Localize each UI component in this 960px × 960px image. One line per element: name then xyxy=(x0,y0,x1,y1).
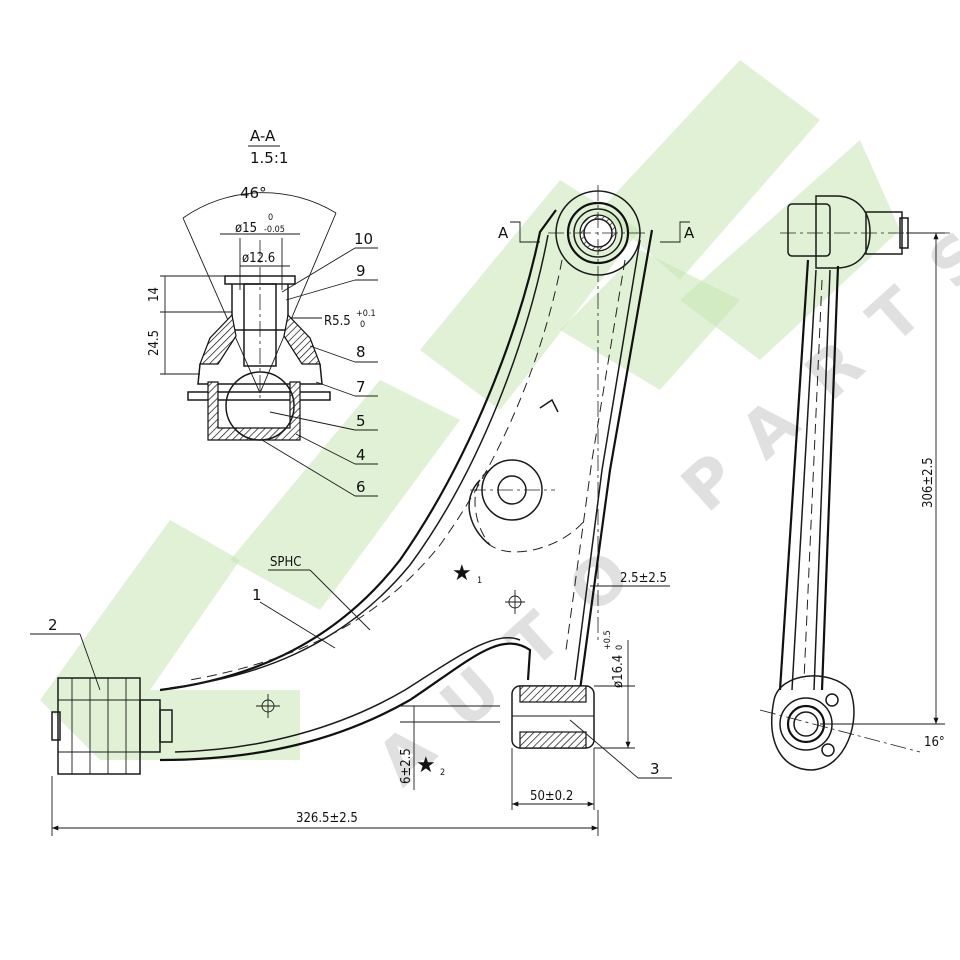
front-bushing xyxy=(51,677,173,775)
radius-label: R5.5 xyxy=(324,314,351,329)
section-mark-left: A xyxy=(498,224,509,242)
side-view-control-arm: 306±2.5 16° xyxy=(759,195,950,771)
svg-text:1: 1 xyxy=(477,576,482,586)
callout-7: 7 xyxy=(356,378,366,396)
dim-offset: 2.5±2.5 xyxy=(620,571,667,586)
svg-text:0: 0 xyxy=(615,645,625,650)
svg-text:5: 5 xyxy=(262,415,263,417)
section-view-a-a: A-A 1.5:1 46° ø15 0 -0.05 ø12.6 14 24.5 xyxy=(147,127,378,497)
section-mark-right: A xyxy=(684,224,695,242)
main-view-control-arm: A A xyxy=(30,185,695,836)
dim-tilt-angle: 16° xyxy=(924,735,945,750)
svg-text:2: 2 xyxy=(440,768,445,778)
callout-9: 9 xyxy=(356,262,366,280)
callout-6: 6 xyxy=(356,478,366,496)
callout-5: 5 xyxy=(356,412,366,430)
callout-1: 1 xyxy=(252,586,262,604)
svg-text:-0.05: -0.05 xyxy=(264,225,285,235)
callout-3: 3 xyxy=(650,760,660,778)
dim-height: 306±2.5 xyxy=(921,457,936,508)
section-title: A-A xyxy=(250,127,276,145)
dim-bush-width: 50±0.2 xyxy=(530,789,573,804)
rear-bushing xyxy=(511,685,595,749)
angle-label: 46° xyxy=(240,184,267,202)
svg-text:+0.5: +0.5 xyxy=(603,630,613,650)
center-mark-2 xyxy=(256,694,280,718)
svg-text:0: 0 xyxy=(360,320,365,330)
center-mark-1 xyxy=(505,590,525,614)
dim-bush-dia: ø16.4 xyxy=(611,655,626,688)
dim-overall-length: 326.5±2.5 xyxy=(296,811,358,826)
section-scale: 1.5:1 xyxy=(250,149,288,167)
svg-text:+0.1: +0.1 xyxy=(356,309,376,319)
dim-height2: 24.5 xyxy=(147,330,162,356)
material-label: SPHC xyxy=(270,555,301,570)
callout-10: 10 xyxy=(354,230,373,248)
dim-vertical-offset: 6±2.5 xyxy=(399,748,414,784)
callout-8: 8 xyxy=(356,343,366,361)
dim-height1: 14 xyxy=(147,287,162,302)
callout-2: 2 xyxy=(48,616,58,634)
star-marker-2: ★ xyxy=(416,753,436,778)
callout-4: 4 xyxy=(356,446,366,464)
dim-inner: ø12.6 xyxy=(242,251,275,266)
dim-outer: ø15 xyxy=(235,221,257,236)
svg-text:0: 0 xyxy=(268,213,273,223)
star-marker-1: ★ xyxy=(452,561,472,586)
